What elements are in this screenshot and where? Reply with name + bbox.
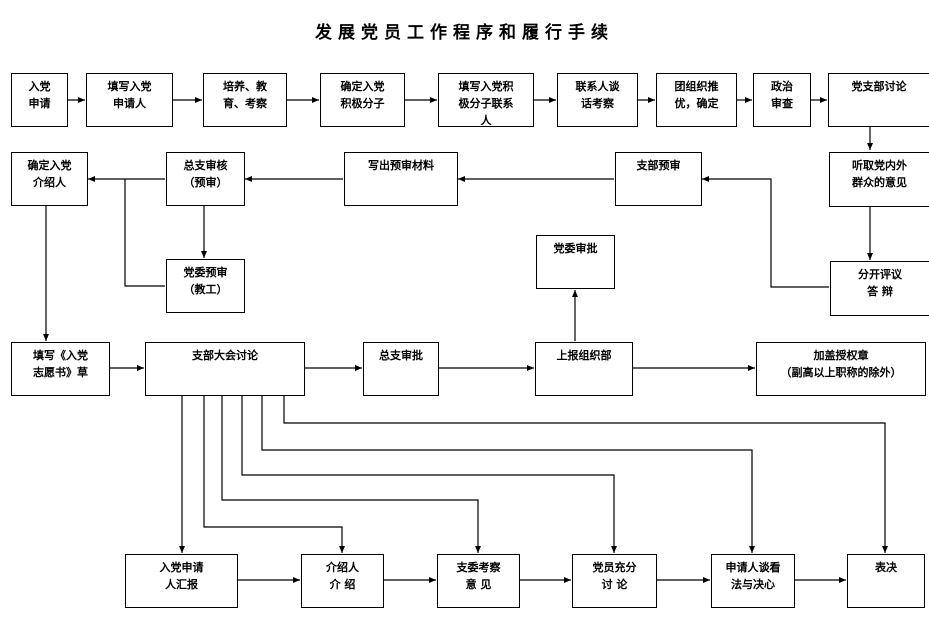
node-stamp: 加盖授权章 （副高以上职称的除外） [756,342,926,396]
arrow-assembly-opinion [221,396,481,553]
node-branch-discuss: 党支部讨论 [828,73,929,127]
node-train: 培养、教 育、考察 [203,73,287,127]
arrow-assembly-statement [261,396,755,553]
arrow-public-pretrial [702,176,829,288]
node-party-committee-pretrial: 党委预审 （教工） [166,259,245,313]
node-branch-pretrial: 支部预审 [615,152,702,206]
node-apply: 入党 申请 [11,73,68,127]
node-party-committee-approve: 党委审批 [536,235,615,289]
line-committee-back [124,179,165,287]
node-confirm-introducer: 确定入党 介绍人 [11,152,88,206]
node-fill-active-contact: 填写入党积 极分子联系 人 [438,73,534,127]
node-fill-applicant: 填写入党 申请人 [86,73,173,127]
node-political-review: 政治 审查 [753,73,811,127]
node-applicant-report: 入党申请 人汇报 [125,554,238,608]
node-write-pretrial: 写出预审材料 [344,152,458,206]
arrow-assembly-vote [283,396,888,553]
node-members-discuss: 党员充分 讨 论 [572,554,657,608]
node-branch-assembly: 支部大会讨论 [145,342,305,396]
node-introducer: 介绍人 介 绍 [301,554,384,608]
node-contact-talk: 联系人谈 话考察 [557,73,638,127]
node-vote: 表决 [847,554,925,608]
node-branch-committee-opinion: 支委考察 意 见 [437,554,520,608]
node-confirm-active: 确定入党 积极分子 [320,73,405,127]
node-report-org-dept: 上报组织部 [535,342,633,396]
arrow-assembly-introducer [203,396,345,553]
arrow-assembly-discuss [241,396,617,553]
node-league-recommend: 团组织推 优，确定 [656,73,737,127]
node-applicant-statement: 申请人谈看 法与决心 [711,554,795,608]
node-public-review: 分开评议 答 辩 [830,261,929,316]
node-solicit-opinion: 听取党内外 群众的意见 [829,152,929,207]
node-fill-application: 填写《入党 志愿书》草 [11,342,110,396]
node-general-branch-approve: 总支审批 [363,342,439,396]
page-title: 发展党员工作程序和履行手续 [315,23,614,43]
node-general-branch-review: 总支审核 （预审） [166,152,245,206]
